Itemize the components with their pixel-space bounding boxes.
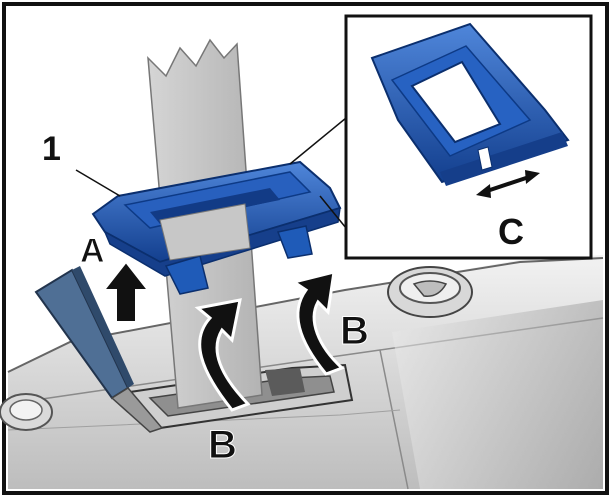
arrow-b-left [194, 298, 251, 412]
blue-cover-part [91, 160, 342, 295]
part-number-label: 1 [42, 130, 61, 168]
left-clip [0, 393, 53, 431]
arrow-c [476, 170, 540, 198]
callout-lines [75, 117, 347, 229]
arrow-b-right [290, 269, 345, 376]
arrow-a-label: A [80, 232, 105, 270]
arrow-a [101, 260, 151, 323]
arrow-b-left-label: B [208, 423, 237, 467]
pry-tool [34, 266, 164, 433]
arrow-c-label: C [498, 211, 524, 252]
detail-inset [344, 14, 593, 260]
screw-clip [387, 266, 473, 318]
arrow-b-right-label: B [340, 309, 369, 353]
